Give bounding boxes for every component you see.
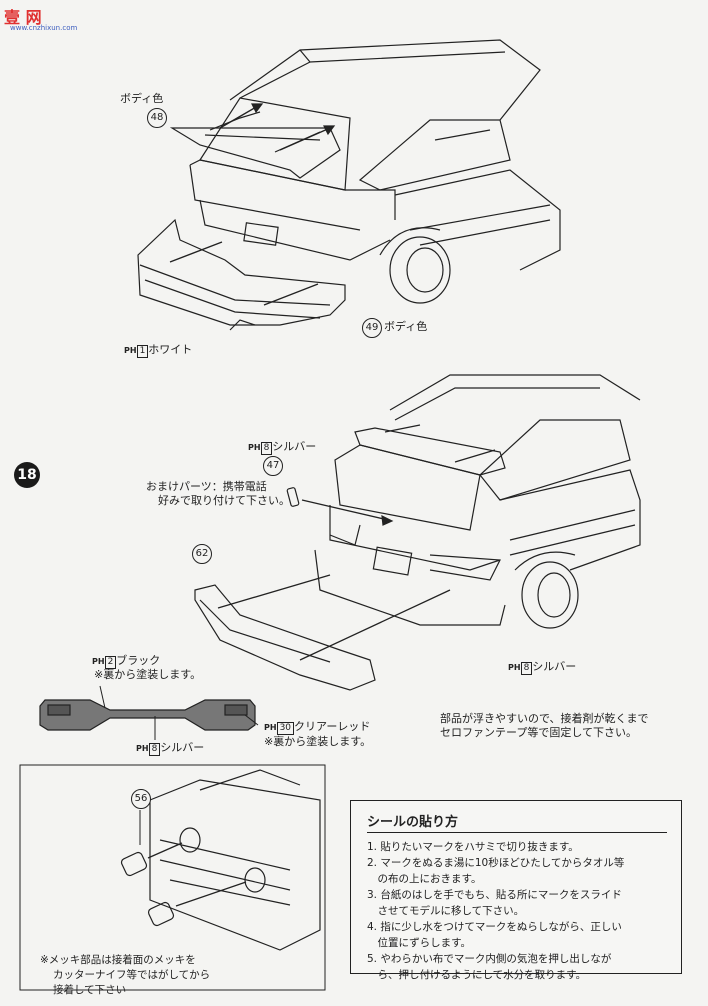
decal-step: 3. 台紙のはしを手でもち、貼る所にマークをスライド: [367, 889, 622, 901]
paint-code: 8: [148, 743, 161, 756]
middle-car-drawing: [194, 374, 641, 691]
logo-subtitle: www.cnzhixun.com: [10, 24, 78, 32]
decal-step: させてモデルに移して下さい。: [367, 905, 525, 917]
plating-note: ※メッキ部品は接着面のメッキを カッターナイフ等ではがしてから 接着して下さい: [40, 953, 210, 998]
ph-tag: PH: [124, 346, 137, 355]
plating-note-line3: 接着して下さい: [53, 984, 127, 996]
fix-note-line1: 部品が浮きやすいので、接着剤が乾くまで: [440, 712, 649, 725]
part-number-49: 49: [362, 318, 382, 338]
paint-name: シルバー: [532, 660, 577, 673]
paint-name: シルバー: [272, 440, 317, 453]
tail-lamp-drawing: [39, 685, 259, 740]
paint-name: クリアーレッド: [294, 720, 371, 733]
lamp-black-note: ※裏から塗装します。: [94, 668, 202, 681]
paint-code: 2: [104, 656, 117, 669]
plating-note-line2: カッターナイフ等ではがしてから: [53, 969, 211, 981]
decal-title: シールの貼り方: [367, 815, 459, 830]
paint-name: ホワイト: [148, 343, 193, 356]
lamp-red-note: ※裏から塗装します。: [264, 735, 372, 748]
decal-step: 5. やわらかい布でマーク内側の気泡を押し出しなが: [367, 953, 612, 965]
ph-tag: PH: [136, 744, 149, 753]
phone-note-line1: おまけパーツ：携帯電話: [146, 480, 267, 493]
logo-title: 壹 网: [4, 8, 42, 27]
exhaust-inset-drawing: [19, 764, 326, 991]
phone-note-line2: 好みで取り付けて下さい。: [158, 494, 290, 507]
paint-name: ブラック: [116, 654, 161, 667]
paint-code: 30: [276, 722, 295, 735]
decal-step: の布の上におきます。: [367, 873, 482, 885]
fix-note-line2: セロファンテープ等で固定して下さい。: [440, 726, 638, 739]
ph-tag: PH: [508, 663, 521, 672]
part-number-48: 48: [147, 108, 167, 128]
step-number-badge: 18: [14, 462, 40, 488]
part-number-56: 56: [131, 789, 151, 809]
plating-note-line1: ※メッキ部品は接着面のメッキを: [40, 954, 196, 966]
decal-step: 位置にずらします。: [367, 937, 472, 949]
decal-step: ら、押し付けるようにして水分を取ります。: [367, 969, 587, 981]
decal-step: 1. 貼りたいマークをハサミで切り抜きます。: [367, 841, 579, 853]
part-number-47: 47: [263, 456, 283, 476]
top-car-drawing: [137, 39, 561, 331]
spoiler-color-label: ボディ色: [120, 92, 164, 105]
paint-code: 8: [520, 662, 533, 675]
decal-step: 4. 指に少し水をつけてマークをぬらしながら、正しい: [367, 921, 622, 933]
decal-step: 2. マークをぬるま湯に10秒ほどひたしてからタオル等: [367, 857, 625, 869]
paint-code: 1: [136, 345, 149, 358]
paint-name: シルバー: [160, 741, 205, 754]
decal-instructions-box: シールの貼り方 1. 貼りたいマークをハサミで切り抜きます。 2. マークをぬる…: [350, 800, 682, 981]
site-logo: 壹 网 www.cnzhixun.com: [4, 4, 94, 34]
ph-tag: PH: [92, 657, 105, 666]
decal-divider: [367, 832, 667, 833]
ph-tag: PH: [248, 443, 261, 452]
paint-code: 8: [260, 442, 273, 455]
bumper-color-label: ボディ色: [384, 320, 428, 333]
ph-tag: PH: [264, 723, 277, 732]
part-number-62: 62: [192, 544, 212, 564]
decal-steps: 1. 貼りたいマークをハサミで切り抜きます。 2. マークをぬるま湯に10秒ほど…: [367, 839, 677, 983]
